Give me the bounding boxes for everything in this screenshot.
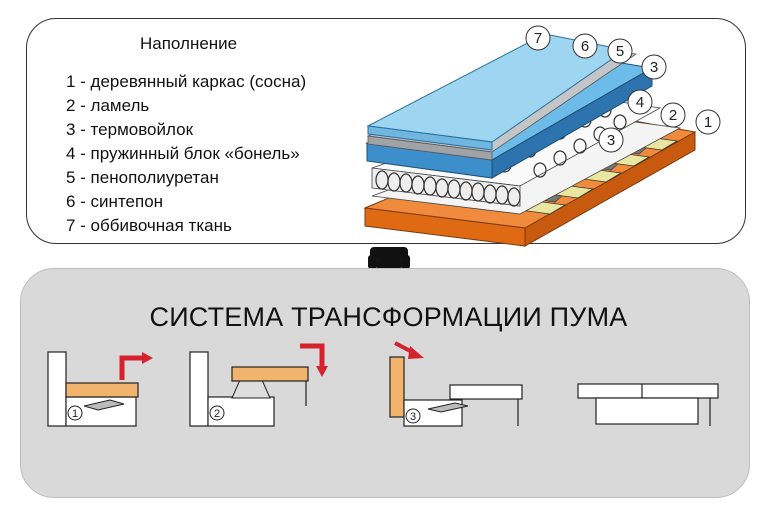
transformation-step-3: 3 [389, 341, 523, 427]
layer-marker: 6 [572, 33, 598, 59]
legend-item: 4 - пружинный блок «бонель» [66, 144, 300, 163]
layer-marker: 3 [598, 127, 624, 153]
svg-text:2: 2 [214, 408, 220, 420]
transformation-step-2: 2 [189, 343, 328, 427]
legend-list: 1 - деревянный каркас (сосна) 2 - ламель… [66, 70, 306, 238]
transformation-step-final [577, 383, 719, 426]
layer-marker: 7 [525, 25, 551, 51]
layer-marker: 1 [695, 109, 721, 135]
legend-item: 5 - пенополиуретан [66, 168, 219, 187]
legend-item: 1 - деревянный каркас (сосна) [66, 72, 307, 91]
svg-text:6: 6 [581, 38, 589, 55]
svg-text:3: 3 [410, 411, 416, 423]
legend-title: Наполнение [140, 34, 238, 53]
svg-text:1: 1 [72, 408, 78, 420]
legend-item: 7 - оббивочная ткань [66, 216, 232, 235]
svg-text:2: 2 [669, 107, 677, 124]
layer-marker: 5 [607, 38, 633, 64]
svg-text:1: 1 [704, 114, 712, 131]
system-title: СИСТЕМА ТРАНСФОРМАЦИИ ПУМА [149, 302, 628, 332]
legend-item: 2 - ламель [66, 96, 150, 115]
layer-marker: 4 [627, 89, 653, 115]
svg-text:4: 4 [636, 94, 644, 111]
svg-text:7: 7 [534, 30, 542, 47]
svg-text:3: 3 [650, 59, 658, 76]
legend-item: 6 - синтепон [66, 192, 164, 211]
svg-text:3: 3 [607, 132, 615, 149]
layer-marker: 2 [660, 102, 686, 128]
svg-text:5: 5 [616, 43, 624, 60]
transformation-step-1: 1 [47, 351, 153, 427]
transformation-panel [20, 268, 750, 498]
legend-item: 3 - термовойлок [66, 120, 194, 139]
layer-marker: 3 [641, 54, 667, 80]
